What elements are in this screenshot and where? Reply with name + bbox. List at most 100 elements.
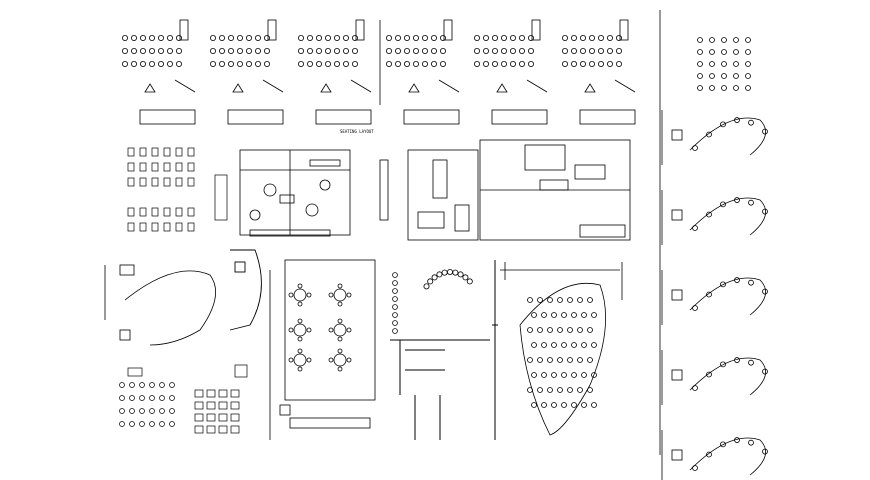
lounge-chair — [706, 451, 712, 458]
upper-chair — [733, 37, 739, 43]
classroom-chair — [297, 35, 304, 42]
lounge-chair — [734, 437, 740, 443]
classroom-chair — [333, 61, 340, 68]
classroom-chair — [491, 48, 498, 55]
classroom-chair — [122, 61, 129, 68]
auditorium-seat — [571, 312, 577, 318]
table-chair — [337, 301, 343, 307]
upper-chair — [745, 37, 751, 43]
lounge-chair — [706, 211, 712, 218]
desk — [194, 389, 204, 398]
auditorium-seat — [527, 357, 533, 363]
classroom-chair — [394, 61, 401, 68]
classroom-chair — [122, 48, 129, 55]
lecture-chair — [175, 177, 183, 187]
auditorium-seat — [567, 297, 573, 303]
classroom-chair — [562, 35, 569, 42]
desk — [194, 413, 204, 422]
classroom-chair — [439, 61, 446, 68]
classroom-chair — [421, 35, 428, 42]
lounge-chair — [748, 119, 754, 126]
classroom-chair — [571, 48, 578, 55]
upper-chair — [709, 85, 715, 91]
auditorium-seat — [577, 387, 583, 393]
student-chair — [159, 408, 165, 414]
student-chair — [139, 382, 145, 388]
table-chair — [306, 292, 312, 298]
classroom-chair — [598, 35, 605, 42]
auditorium-seat — [547, 357, 553, 363]
boardroom-block — [479, 139, 631, 241]
auditorium-seat — [561, 342, 567, 348]
table-chair — [337, 283, 343, 289]
table-chair — [297, 318, 303, 324]
desk — [218, 413, 228, 422]
classroom-chair — [607, 35, 614, 42]
classroom-chair — [519, 48, 526, 55]
student-chair — [129, 408, 135, 414]
classroom-chair — [297, 48, 304, 55]
classroom-chair — [351, 61, 358, 68]
auditorium-seat — [577, 327, 583, 333]
auditorium-seat — [541, 342, 547, 348]
student-chair — [149, 421, 155, 427]
classroom-chair — [157, 61, 164, 68]
student-chair — [129, 421, 135, 427]
auditorium-seat — [561, 372, 567, 378]
student-chair — [159, 421, 165, 427]
upper-chair — [721, 85, 727, 91]
table-chair — [306, 327, 312, 333]
dimension-line — [262, 79, 284, 93]
auditorium-seat — [581, 312, 587, 318]
round-table — [333, 323, 347, 337]
classroom-chair — [122, 35, 129, 42]
side-chair — [392, 280, 398, 286]
classroom-chair — [254, 48, 261, 55]
table-chair — [288, 357, 294, 363]
classroom-chair — [324, 35, 331, 42]
lounge-chair — [720, 201, 726, 208]
classroom-chair — [157, 35, 164, 42]
classroom-chair — [139, 35, 146, 42]
auditorium-seat — [577, 357, 583, 363]
classroom-chair — [500, 35, 507, 42]
classroom-chair — [571, 35, 578, 42]
lecture-chair — [163, 207, 171, 217]
student-chair — [119, 382, 125, 388]
classroom-chair — [263, 61, 270, 68]
student-chair — [119, 395, 125, 401]
classroom-chair — [412, 61, 419, 68]
classroom-chair — [519, 35, 526, 42]
table-chair — [328, 327, 334, 333]
student-chair — [159, 382, 165, 388]
auditorium-seat — [531, 372, 537, 378]
teacher-desk — [531, 19, 541, 41]
auditorium-seat — [557, 357, 563, 363]
lounge-chair — [734, 357, 740, 363]
upper-chair — [745, 73, 751, 79]
bottom-classroom-block — [119, 364, 248, 434]
classroom-chair — [148, 61, 155, 68]
table-chair — [337, 348, 343, 354]
classroom-chair — [439, 35, 446, 42]
lounge-chair — [706, 291, 712, 298]
side-chair — [392, 296, 398, 302]
classroom-chair — [236, 48, 243, 55]
upper-chair — [745, 49, 751, 55]
classroom-chair — [491, 35, 498, 42]
desk-strip — [279, 404, 371, 429]
round-table-block — [269, 259, 376, 440]
storage-unit — [315, 109, 372, 125]
upper-chair — [709, 49, 715, 55]
upper-chair — [745, 61, 751, 67]
lounge-chair — [748, 279, 754, 286]
auditorium-seat — [557, 387, 563, 393]
classroom-chair — [528, 61, 535, 68]
student-chair — [129, 395, 135, 401]
storage-unit — [579, 109, 636, 125]
upper-chair — [697, 49, 703, 55]
auditorium-seat — [557, 327, 563, 333]
teacher-desk — [619, 19, 629, 41]
lecture-chair — [151, 177, 159, 187]
